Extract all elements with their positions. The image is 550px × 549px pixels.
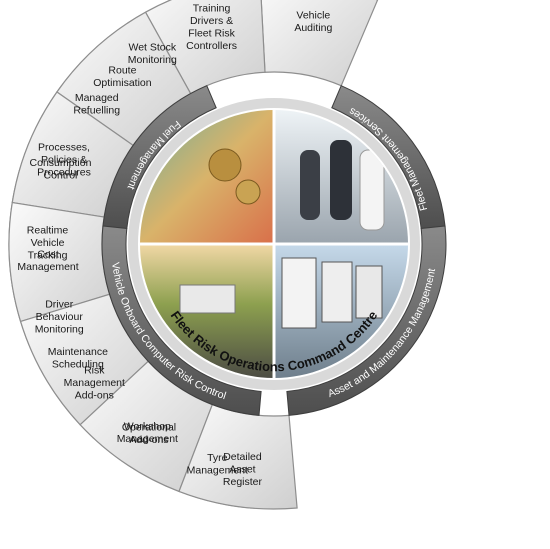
centre-photo-collage bbox=[140, 110, 408, 378]
truck bbox=[321, 261, 353, 323]
coin bbox=[235, 179, 261, 205]
segment-label-line: Cost bbox=[37, 249, 59, 261]
right-segment-8 bbox=[178, 403, 298, 510]
segment-label-line: Management bbox=[187, 465, 248, 477]
vehicle-onboard-band bbox=[101, 225, 262, 416]
segment-label-line: Vehicle bbox=[31, 237, 65, 249]
segment-label-line: Controllers bbox=[186, 40, 237, 52]
coin bbox=[208, 148, 242, 182]
segment-label-line: Add-ons bbox=[75, 389, 114, 401]
segment-label-line: Maintenance bbox=[48, 346, 108, 358]
segment-label-line: Optimisation bbox=[93, 77, 152, 89]
right-segment-label: Processes,Policies &Procedures bbox=[37, 142, 91, 179]
segment-label-line: Driver bbox=[45, 298, 74, 310]
segment-label-line: Monitoring bbox=[128, 54, 177, 66]
segment-label-line: Monitoring bbox=[35, 323, 84, 335]
segment-label-line: Refuelling bbox=[73, 104, 120, 116]
segment-label-line: Operational bbox=[122, 422, 176, 434]
segment-label-line: Processes, bbox=[38, 142, 90, 154]
segment-label-line: Vehicle bbox=[296, 10, 330, 22]
truck bbox=[355, 265, 383, 319]
segment-label-line: Scheduling bbox=[52, 359, 104, 371]
segment-label-line: Auditing bbox=[294, 22, 332, 34]
segment-label-line: Training bbox=[193, 3, 231, 15]
segment-label-line: Tracking bbox=[28, 250, 68, 262]
person bbox=[300, 150, 320, 220]
segment-label-line: Route bbox=[108, 64, 136, 76]
fuel-management-band bbox=[102, 85, 217, 230]
person bbox=[330, 140, 352, 220]
segment-label-line: Realtime bbox=[27, 225, 69, 237]
segment-label-line: Workshop bbox=[124, 421, 171, 433]
segment-label-line: Consumption bbox=[30, 157, 92, 169]
segment-label-line: Asset bbox=[229, 463, 255, 475]
segment-label-line: Procedures bbox=[37, 167, 91, 179]
segment-label-line: Wet Stock bbox=[128, 42, 176, 54]
segment-label-line: Management bbox=[64, 377, 125, 389]
segment-label-line: Fleet Risk bbox=[188, 28, 235, 40]
truck bbox=[281, 257, 317, 329]
asset-maintenance-band bbox=[286, 225, 447, 416]
segment-label-line: Drivers & bbox=[190, 15, 233, 27]
segment-label-line: Control bbox=[44, 170, 78, 182]
segment-label-line: Managed bbox=[75, 92, 119, 104]
truck bbox=[179, 284, 236, 314]
segment-label-line: Risk bbox=[84, 364, 105, 376]
segment-label-line: Detailed bbox=[223, 451, 262, 463]
segment-label-line: Tyre bbox=[207, 452, 228, 464]
segment-label-line: Management bbox=[117, 433, 178, 445]
segment-label-line: Add-ons bbox=[129, 434, 168, 446]
right-segment-1 bbox=[260, 0, 379, 87]
segment-label-line: Policies & bbox=[41, 154, 87, 166]
segment-label-line: Behaviour bbox=[36, 311, 84, 323]
segment-label-line: Register bbox=[223, 476, 263, 488]
segment-label-line: Management bbox=[17, 261, 78, 273]
